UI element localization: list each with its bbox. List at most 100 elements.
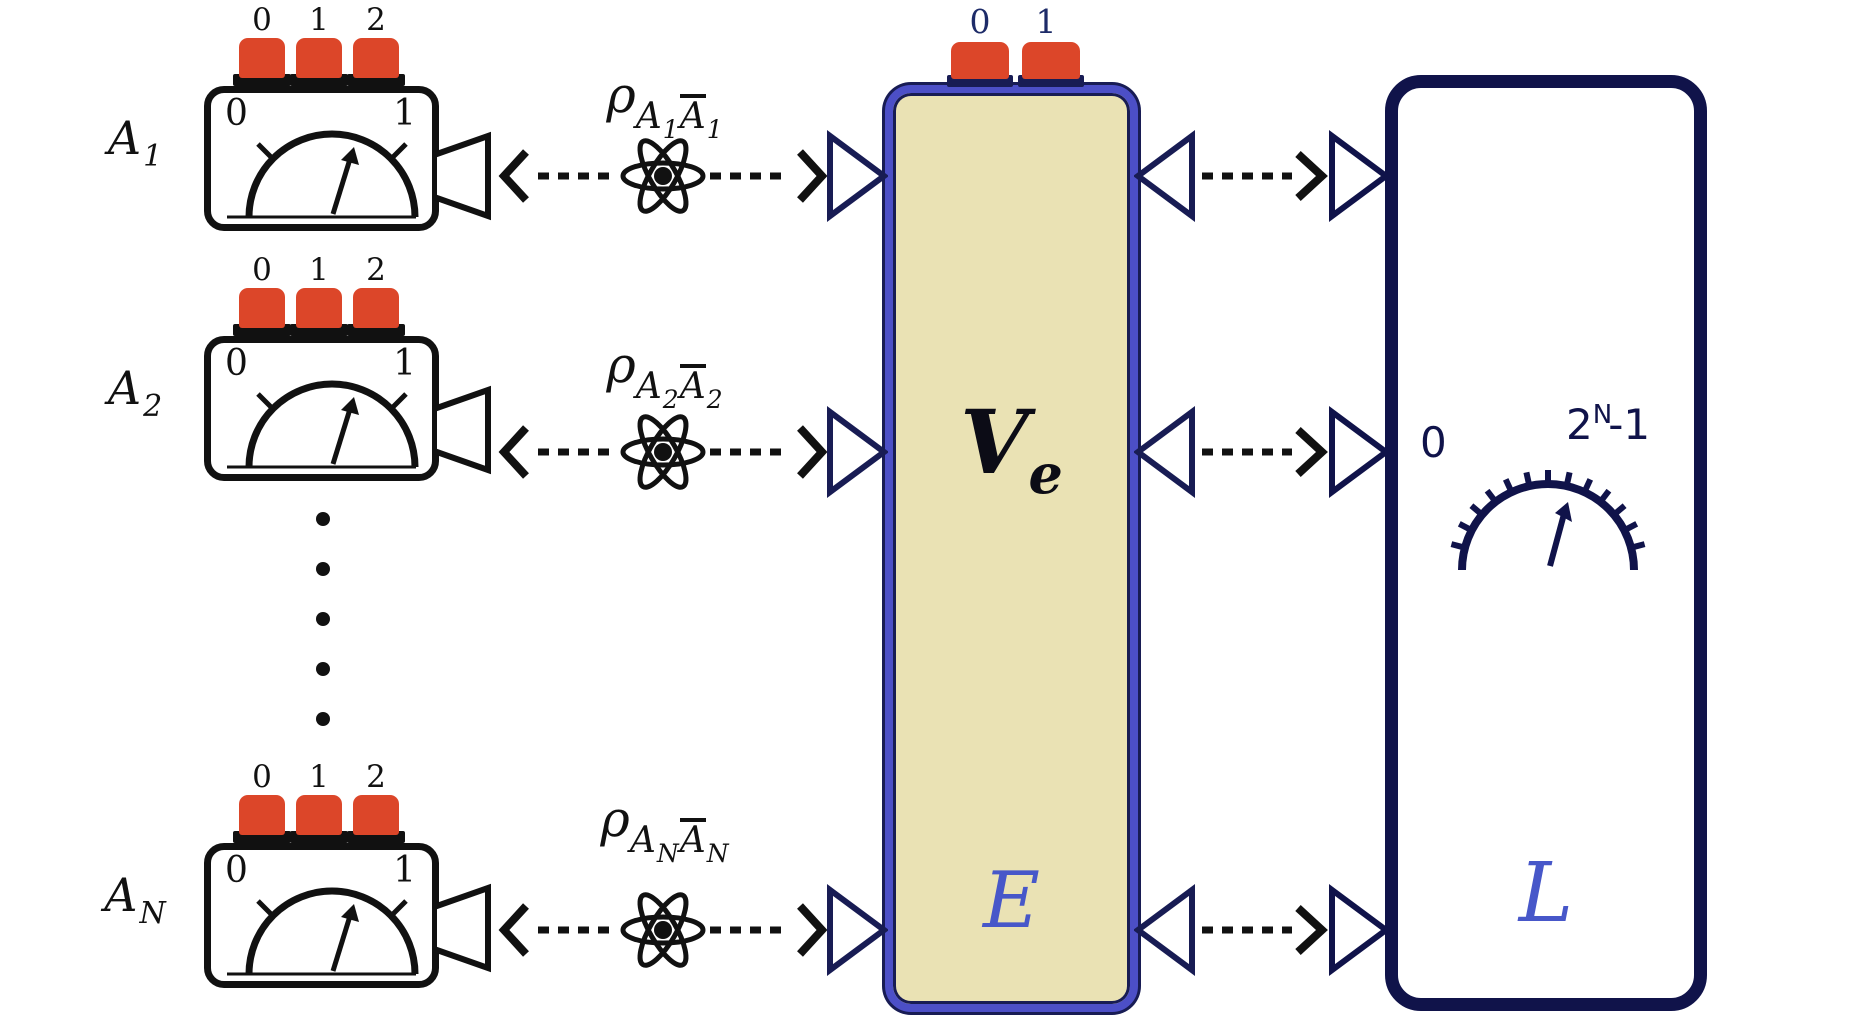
state-sys-b-bar: A — [679, 818, 706, 861]
meter-max-label: 1 — [393, 850, 416, 891]
gate-sub: e — [1028, 442, 1063, 506]
state-sys-a-sub: N — [656, 839, 679, 868]
key-label: 0 — [252, 759, 272, 795]
state-label-2: ρA2A2 — [480, 336, 850, 414]
meter-max-label: 1 — [393, 93, 416, 134]
device-body: 0 1 — [204, 86, 439, 231]
device-body: 0 1 — [204, 336, 439, 481]
key-button — [353, 288, 399, 328]
ellipsis-dot — [316, 662, 330, 676]
arrowhead-right-icon — [797, 149, 828, 203]
key-button — [353, 795, 399, 835]
encoder-gate-label: Ve — [893, 390, 1130, 506]
decoder-in-port-icon — [1329, 406, 1390, 498]
meter-gauge — [227, 887, 419, 976]
key-button — [239, 288, 285, 328]
arrowhead-left-icon — [498, 425, 529, 479]
measurement-device-2: 0 1 2 0 1 — [204, 252, 439, 481]
party-label-sub: 1 — [143, 139, 163, 174]
key-button — [296, 795, 342, 835]
device-body: 0 1 — [204, 843, 439, 988]
entanglement-arrow-2 — [498, 414, 828, 490]
state-label-1: ρA1A1 — [480, 66, 850, 144]
encoder-key-button — [1022, 42, 1080, 79]
needle-icon — [1547, 502, 1572, 567]
encoder-key-label: 1 — [1035, 2, 1057, 41]
gauge-ticks — [1450, 470, 1646, 551]
rho-symbol: ρ — [600, 790, 630, 848]
decoder-box — [1385, 75, 1707, 1011]
encoder-in-port-icon — [827, 884, 888, 976]
decoder-system-label: L — [1518, 846, 1574, 941]
device-port-icon — [432, 883, 491, 973]
meter-gauge — [227, 380, 419, 469]
rho-symbol: ρ — [606, 66, 636, 124]
party-label-2: A2 — [70, 361, 200, 424]
state-sys-a: A — [629, 820, 656, 861]
meter-min-label: 0 — [225, 343, 248, 384]
encoder-key-label: 0 — [969, 2, 991, 41]
needle-icon — [330, 397, 359, 465]
key-labels-row: 0 1 2 — [204, 252, 439, 288]
encoder-key-button — [951, 42, 1009, 79]
atom-icon — [620, 138, 706, 214]
atom-icon — [620, 414, 706, 490]
entanglement-arrow-N — [498, 892, 828, 968]
key-buttons-row — [204, 38, 439, 86]
needle-icon — [330, 904, 359, 972]
gate-base: V — [960, 390, 1029, 494]
transmission-arrow-N — [1202, 905, 1328, 955]
meter-min-label: 0 — [225, 93, 248, 134]
state-sys-a-sub: 1 — [662, 115, 679, 144]
meter-gauge — [227, 130, 419, 219]
party-label-base: A — [104, 868, 138, 922]
party-label-base: A — [107, 361, 142, 415]
encoder-box — [885, 85, 1138, 1012]
party-label-N: AN — [70, 868, 200, 931]
rho-symbol: ρ — [606, 336, 636, 394]
measurement-device-N: 0 1 2 0 1 — [204, 759, 439, 988]
encoder-out-port-icon — [1134, 884, 1195, 976]
decoder-in-port-icon — [1329, 884, 1390, 976]
ellipsis-dot — [316, 512, 330, 526]
needle-icon — [330, 147, 359, 215]
key-label: 1 — [309, 2, 329, 38]
decoder-meter-min-label: 0 — [1420, 418, 1447, 467]
ellipsis-dot — [316, 712, 330, 726]
state-sys-b-bar: A — [679, 94, 706, 137]
entanglement-arrow-1 — [498, 138, 828, 214]
key-button — [353, 38, 399, 78]
key-label: 1 — [309, 759, 329, 795]
encoder-out-port-icon — [1134, 130, 1195, 222]
key-button — [239, 795, 285, 835]
meter-max-label: 1 — [393, 343, 416, 384]
party-label-sub: N — [139, 896, 166, 931]
party-label-base: A — [107, 111, 142, 165]
key-label: 1 — [309, 252, 329, 288]
key-label: 0 — [252, 2, 272, 38]
state-label-N: ρANAN — [480, 790, 850, 868]
arrowhead-right-icon — [1295, 905, 1328, 955]
state-sys-a-sub: 2 — [662, 385, 679, 414]
key-button — [296, 38, 342, 78]
arrowhead-right-icon — [1295, 427, 1328, 477]
decoder-meter-gauge — [1450, 470, 1646, 571]
meter-max-base: 2 — [1566, 400, 1593, 449]
arrowhead-right-icon — [1295, 151, 1328, 201]
transmission-arrow-1 — [1202, 151, 1328, 201]
key-button — [239, 38, 285, 78]
state-sys-b-bar: A — [679, 364, 706, 407]
device-port-icon — [432, 385, 491, 475]
meter-min-label: 0 — [225, 850, 248, 891]
arrowhead-left-icon — [498, 903, 529, 957]
encoder-in-port-icon — [827, 406, 888, 498]
transmission-arrow-2 — [1202, 427, 1328, 477]
state-sys-a: A — [635, 96, 662, 137]
key-label: 2 — [366, 759, 386, 795]
key-labels-row: 0 1 2 — [204, 2, 439, 38]
state-sys-b-sub: 2 — [706, 385, 723, 414]
key-label: 2 — [366, 2, 386, 38]
encoder-in-port-icon — [827, 130, 888, 222]
key-button — [296, 288, 342, 328]
